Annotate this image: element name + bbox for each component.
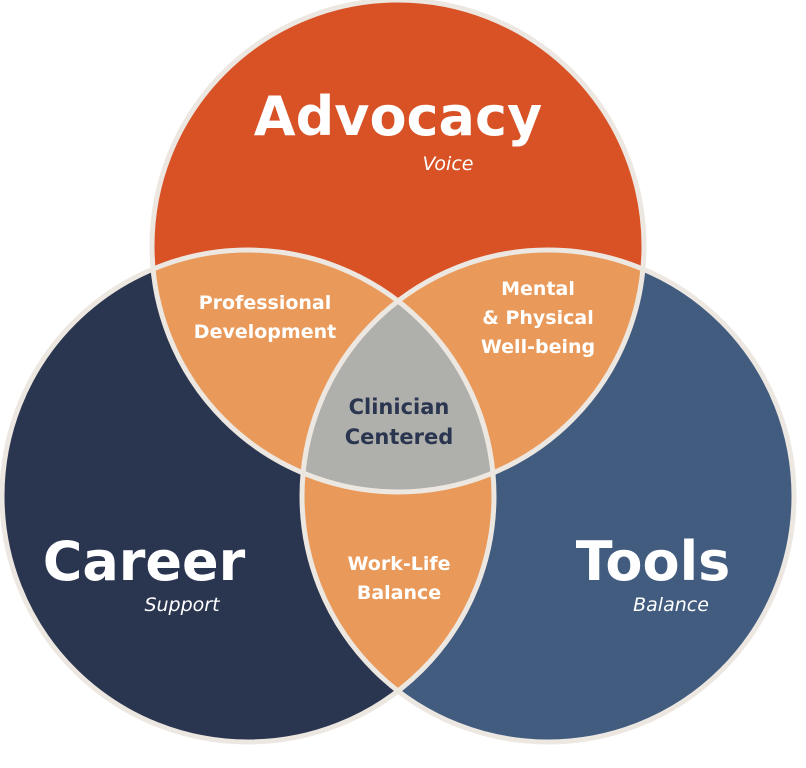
work-life-label-line2: Balance (357, 582, 441, 604)
professional-development-label-line1: Professional (199, 292, 332, 314)
work-life-label-line1: Work-Life (348, 553, 451, 575)
wellbeing-label-line2: & Physical (482, 307, 593, 329)
wellbeing-label-line1: Mental (501, 278, 575, 300)
professional-development-label-line2: Development (194, 321, 336, 343)
advocacy-title: Advocacy (254, 85, 542, 148)
wellbeing-label-line3: Well-being (481, 336, 595, 358)
tools-outline (299, 247, 797, 745)
center-label-line2: Centered (345, 425, 454, 449)
career-subtitle: Support (144, 594, 221, 616)
advocacy-subtitle: Voice (423, 153, 474, 175)
advocacy-outline (149, 0, 647, 495)
career-outline (0, 247, 497, 745)
center-label-line1: Clinician (349, 395, 450, 419)
tools-title: Tools (576, 530, 731, 593)
clinician-centered-overlap (302, 250, 494, 492)
tools-subtitle: Balance (633, 594, 709, 616)
career-title: Career (43, 530, 246, 593)
